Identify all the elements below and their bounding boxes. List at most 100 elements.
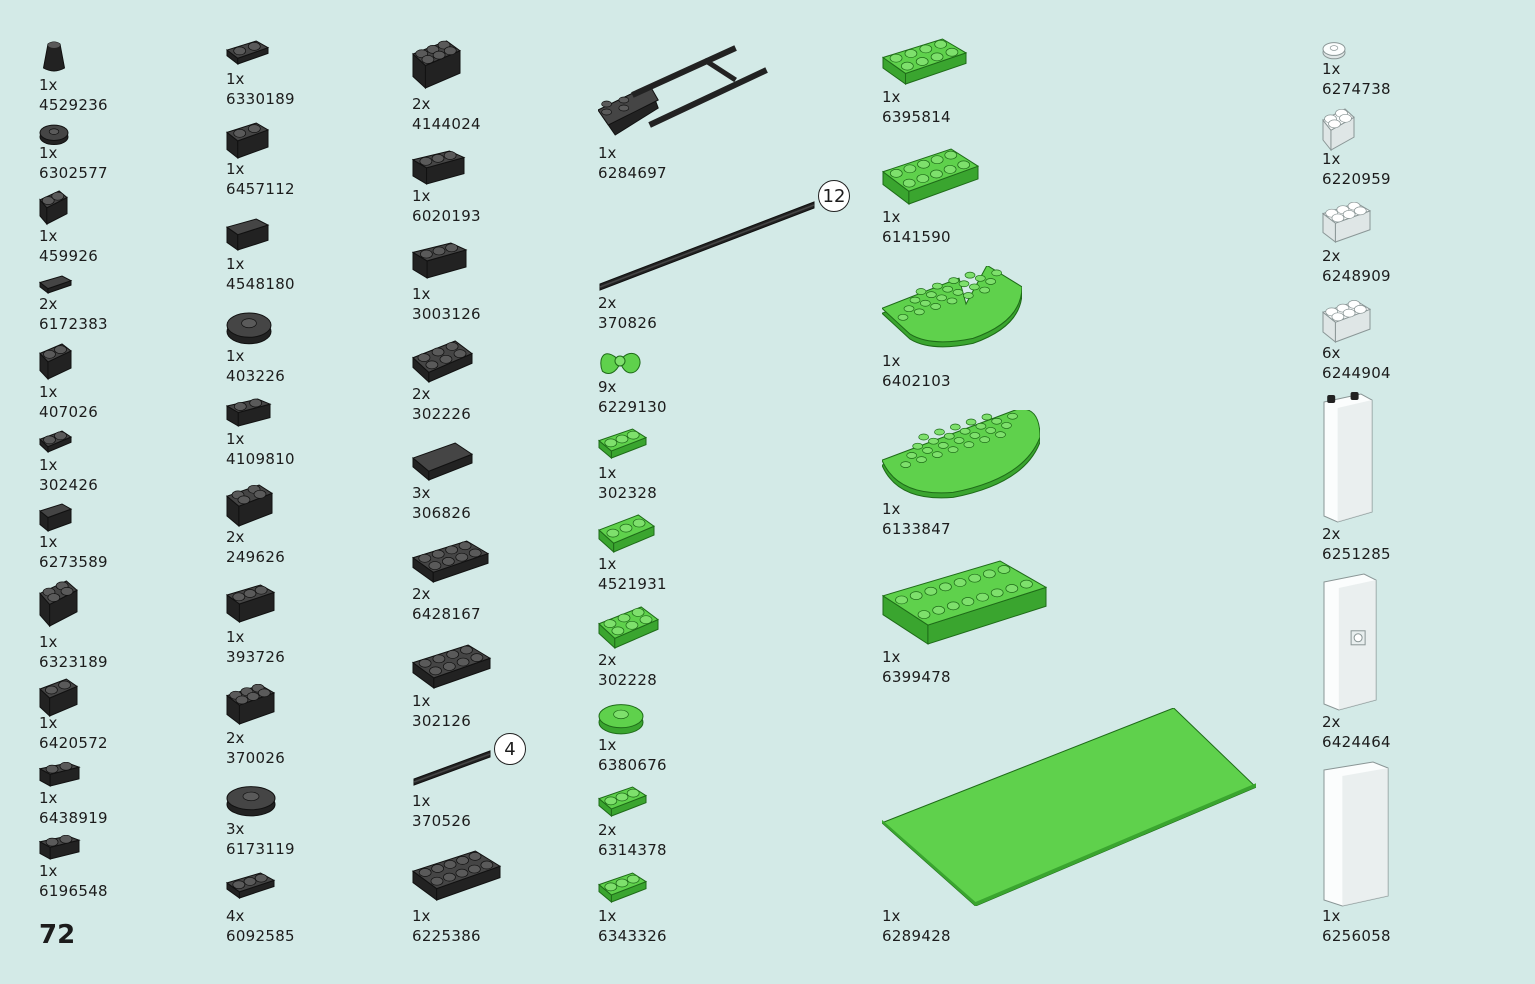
axle-with-wheels-icon — [226, 484, 274, 528]
plate-2x2-icon — [412, 340, 474, 384]
arch-brick-icon — [412, 40, 462, 90]
part-element-id: 6428167 — [412, 605, 481, 623]
plate-with-clips-icon — [412, 850, 502, 902]
part-element-id: 6395814 — [882, 108, 951, 126]
part-element-id: 6141590 — [882, 228, 951, 246]
hinge-plate-icon — [226, 40, 270, 66]
part-quantity: 2x — [226, 729, 245, 747]
bar-holder-icon — [39, 190, 69, 226]
brick-stud-side-icon — [39, 343, 73, 381]
bracket-icon — [226, 584, 276, 624]
part-element-id: 459926 — [39, 247, 99, 265]
brick-1x1-icon — [1322, 108, 1356, 152]
part-element-id: 302226 — [412, 405, 472, 423]
part-element-id: 4548180 — [226, 275, 295, 293]
part-quantity: 1x — [598, 907, 617, 925]
part-quantity: 2x — [1322, 713, 1341, 731]
plate-1x1-icon — [39, 430, 73, 454]
part-quantity: 1x — [39, 862, 58, 880]
part-quantity: 2x — [412, 585, 431, 603]
semicircle-plate-icon — [882, 410, 1040, 502]
part-quantity: 1x — [226, 255, 245, 273]
part-quantity: 2x — [598, 294, 617, 312]
part-element-id: 302426 — [39, 476, 99, 494]
round-tile-icon — [1322, 40, 1346, 60]
wedge-tile-icon — [39, 275, 73, 295]
part-quantity: 1x — [39, 533, 58, 551]
part-quantity: 1x — [39, 456, 58, 474]
slope-icon — [226, 218, 270, 252]
part-quantity: 1x — [882, 88, 901, 106]
part-quantity: 1x — [882, 208, 901, 226]
baseplate-icon — [882, 708, 1256, 906]
page-number: 72 — [39, 920, 76, 950]
part-quantity: 4x — [226, 907, 245, 925]
clip-plate-icon — [39, 762, 81, 788]
part-element-id: 6229130 — [598, 398, 667, 416]
part-element-id: 6256058 — [1322, 927, 1391, 945]
frame-plate-icon — [598, 40, 770, 140]
leaf-icon — [598, 344, 642, 378]
glass-panel-icon — [1322, 760, 1390, 908]
brick-1x2-icon — [1322, 300, 1372, 344]
part-element-id: 4144024 — [412, 115, 481, 133]
part-element-id: 370526 — [412, 812, 472, 830]
part-quantity: 1x — [412, 187, 431, 205]
part-quantity: 2x — [1322, 525, 1341, 543]
part-element-id: 403226 — [226, 367, 286, 385]
part-element-id: 6420572 — [39, 734, 108, 752]
brick-open-icon — [1322, 202, 1372, 244]
part-quantity: 1x — [882, 500, 901, 518]
part-element-id: 6092585 — [226, 927, 295, 945]
part-element-id: 6330189 — [226, 90, 295, 108]
plate-2x4-icon — [882, 148, 980, 206]
part-element-id: 6424464 — [1322, 733, 1391, 751]
part-quantity: 6x — [1322, 344, 1341, 362]
part-quantity: 1x — [226, 347, 245, 365]
part-element-id: 302328 — [598, 484, 658, 502]
round-plate-2x2-icon — [226, 308, 272, 346]
part-element-id: 306826 — [412, 504, 472, 522]
plate-1x4-round-icon — [412, 540, 490, 584]
part-element-id: 6020193 — [412, 207, 481, 225]
part-quantity: 1x — [226, 70, 245, 88]
part-element-id: 4521931 — [598, 575, 667, 593]
part-element-id: 6172383 — [39, 315, 108, 333]
part-quantity: 1x — [1322, 150, 1341, 168]
part-quantity: 1x — [39, 76, 58, 94]
plate-2x8-icon — [882, 560, 1048, 646]
part-element-id: 6399478 — [882, 668, 951, 686]
panel-plate-icon — [39, 580, 79, 628]
part-quantity: 1x — [39, 383, 58, 401]
callout-axle-length-12: 12 — [818, 180, 850, 212]
part-quantity: 1x — [412, 285, 431, 303]
cone-piece — [39, 40, 69, 74]
part-quantity: 1x — [226, 160, 245, 178]
plate-1x2-icon — [598, 872, 648, 904]
door-icon — [1322, 572, 1378, 712]
part-quantity: 1x — [39, 789, 58, 807]
part-element-id: 6284697 — [598, 164, 667, 182]
bar-bracket-icon — [412, 242, 468, 280]
part-element-id: 6248909 — [1322, 267, 1391, 285]
part-quantity: 2x — [598, 651, 617, 669]
part-element-id: 249626 — [226, 548, 286, 566]
curved-plate-icon — [882, 266, 1022, 352]
part-element-id: 407026 — [39, 403, 99, 421]
part-element-id: 302228 — [598, 671, 658, 689]
round-plate-2x2-icon — [598, 700, 644, 736]
part-quantity: 3x — [226, 820, 245, 838]
part-element-id: 6251285 — [1322, 545, 1391, 563]
part-quantity: 1x — [882, 352, 901, 370]
part-element-id: 370026 — [226, 749, 286, 767]
part-quantity: 2x — [598, 821, 617, 839]
part-quantity: 2x — [1322, 247, 1341, 265]
part-element-id: 6173119 — [226, 840, 295, 858]
technic-beam-icon — [412, 150, 466, 186]
part-quantity: 1x — [39, 227, 58, 245]
part-element-id: 6302577 — [39, 164, 108, 182]
part-quantity: 1x — [226, 628, 245, 646]
part-element-id: 370826 — [598, 314, 658, 332]
part-element-id: 6273589 — [39, 553, 108, 571]
part-quantity: 1x — [412, 907, 431, 925]
